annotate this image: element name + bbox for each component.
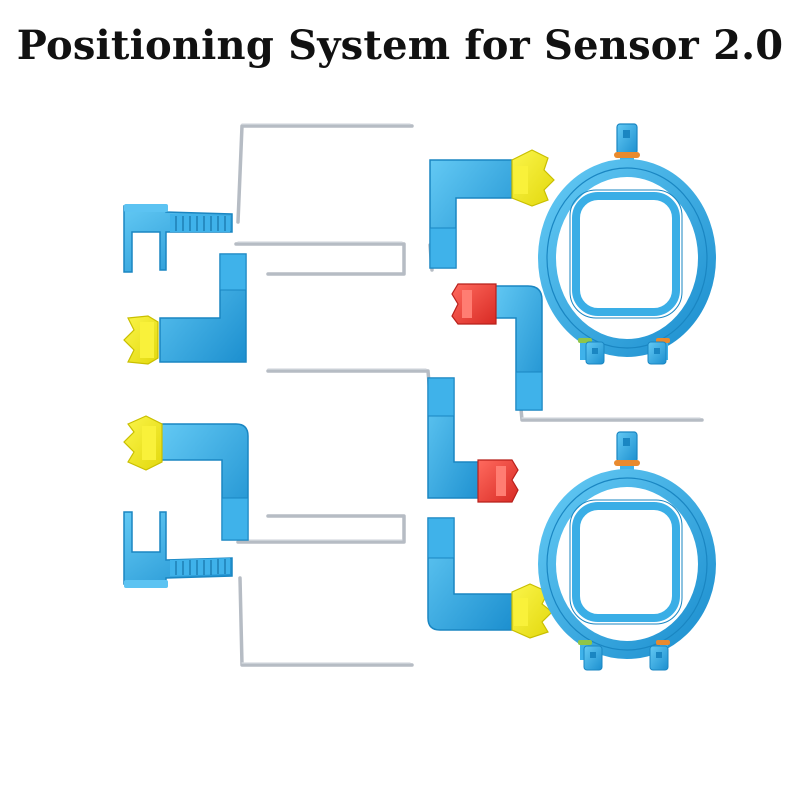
- bite-block-red-upper: [451, 283, 543, 411]
- bite-block-yellow-upper: [123, 253, 247, 365]
- wire-middle: [266, 369, 432, 397]
- bite-block-yellow-top-right: [429, 149, 555, 269]
- wire-upper-long: [234, 242, 406, 276]
- bite-block-yellow-lower: [123, 415, 249, 541]
- aiming-ring-bottom: [538, 431, 716, 671]
- clip-bite-block-bottom: [123, 511, 233, 588]
- wire-top-left: [236, 124, 414, 224]
- aiming-ring-top: [538, 123, 716, 365]
- wire-bottom-left: [238, 576, 414, 667]
- wire-middle-right: [518, 396, 704, 422]
- page-title: Positioning System for Sensor 2.0: [16, 22, 784, 69]
- bite-block-red-middle: [427, 377, 519, 503]
- clip-bite-block-top: [123, 204, 233, 273]
- wire-lower-long: [236, 514, 406, 544]
- wire-arms: [234, 124, 704, 667]
- bite-block-yellow-lower-right: [427, 517, 553, 639]
